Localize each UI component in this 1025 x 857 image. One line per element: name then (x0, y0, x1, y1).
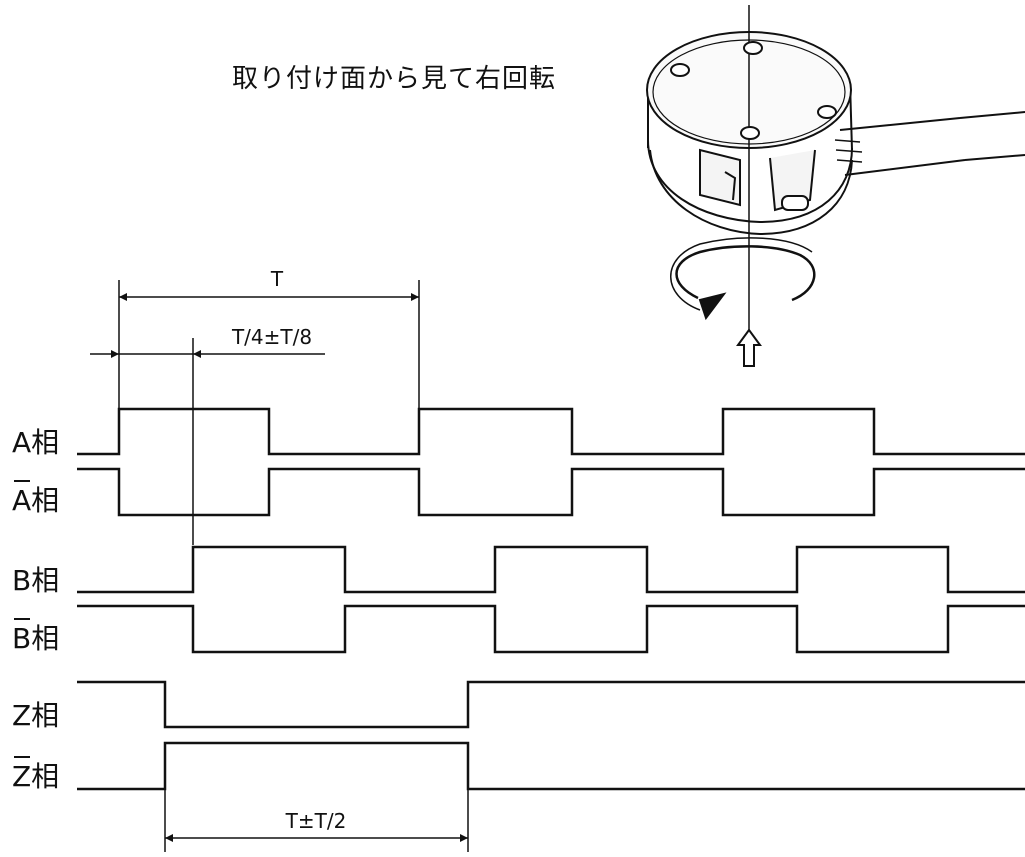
dimension-phase-offset: T/4±T/8 (90, 325, 325, 545)
dimension-z-pulse: T±T/2 (164, 790, 469, 852)
label-a-bar-phase: A相 (12, 484, 59, 517)
label-z-phase: Z相 (12, 699, 59, 732)
label-b-phase: B相 (12, 564, 59, 597)
phase-offset-label: T/4±T/8 (231, 325, 312, 349)
label-b-bar-phase: B相 (12, 622, 59, 655)
rotation-caption: 取り付け面から見て右回転 (232, 64, 557, 94)
z-pulse-label: T±T/2 (285, 809, 347, 833)
encoder-illustration (646, 5, 1025, 367)
waveform-b (77, 545, 1025, 594)
waveform-b-bar (77, 604, 1025, 654)
waveform-a (77, 407, 1025, 456)
dimension-period: T (118, 267, 420, 410)
period-label: T (270, 267, 284, 291)
label-z-bar-phase: Z相 (12, 760, 59, 793)
waveform-z (77, 680, 1025, 729)
waveform-a-bar (77, 467, 1025, 517)
waveform-z-bar (77, 741, 1025, 791)
label-a-phase: A相 (12, 426, 59, 459)
